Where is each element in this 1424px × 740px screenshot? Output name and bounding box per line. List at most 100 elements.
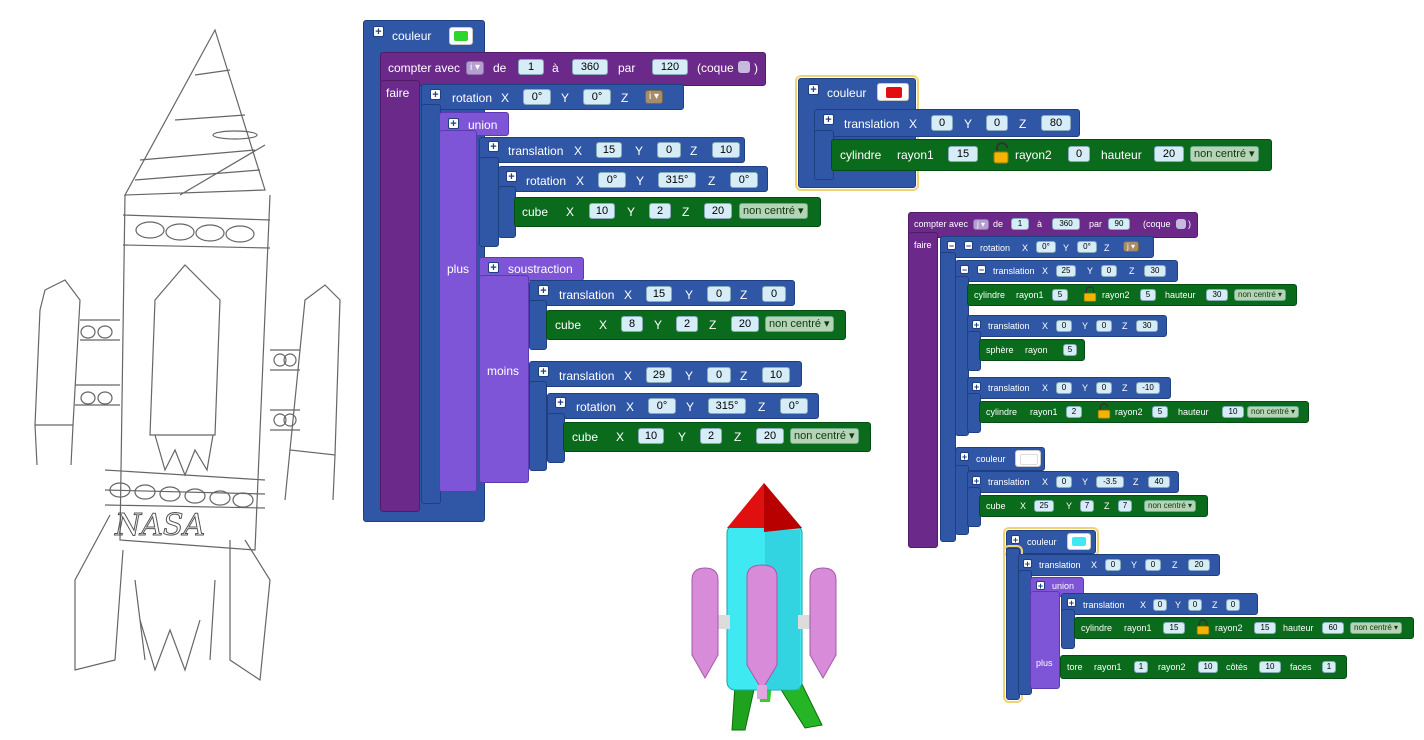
b3-t4z-input[interactable]: 40	[1148, 476, 1170, 488]
minus-icon[interactable]: −	[964, 241, 973, 251]
b3-cy1h-input[interactable]: 30	[1206, 289, 1228, 301]
b4-t1y-input[interactable]: 0	[1145, 559, 1161, 571]
c3-y-input[interactable]: 2	[700, 428, 722, 444]
t1-x-input[interactable]: 15	[596, 142, 622, 158]
b4-h-input[interactable]: 60	[1322, 622, 1344, 634]
from-input[interactable]: 1	[518, 59, 544, 75]
unlock-icon[interactable]	[991, 142, 1013, 164]
b2-h-input[interactable]: 20	[1154, 146, 1184, 162]
non-centre-dropdown[interactable]: non centré ▾	[790, 428, 859, 444]
coque-checkbox[interactable]	[1176, 219, 1186, 229]
b2-r1-input[interactable]: 15	[948, 146, 978, 162]
b3-t1z-input[interactable]: 30	[1144, 265, 1166, 277]
b4-tc-input[interactable]: 10	[1259, 661, 1281, 673]
cylindre-block-b2[interactable]	[831, 139, 1272, 171]
rotation-block[interactable]	[421, 84, 684, 110]
b3-cx-input[interactable]: 25	[1034, 500, 1054, 512]
c2-x-input[interactable]: 8	[621, 316, 643, 332]
b3-cy2r2-input[interactable]: 5	[1152, 406, 1168, 418]
plus-icon[interactable]: +	[538, 285, 549, 297]
rotation-z-variable[interactable]: i ▾	[645, 90, 664, 104]
step-input[interactable]: 120	[652, 59, 688, 75]
non-centre-dropdown[interactable]: non centré ▾	[1247, 406, 1300, 418]
b4-t2x-input[interactable]: 0	[1153, 599, 1167, 611]
b4-r2-input[interactable]: 15	[1254, 622, 1276, 634]
b2-tx-input[interactable]: 0	[931, 115, 953, 131]
b2-tz-input[interactable]: 80	[1041, 115, 1071, 131]
non-centre-dropdown[interactable]: non centré ▾	[1144, 500, 1197, 512]
sphere-block[interactable]	[979, 339, 1085, 361]
t1-y-input[interactable]: 0	[657, 142, 681, 158]
plus-icon[interactable]: +	[488, 262, 499, 274]
b3-t2y-input[interactable]: 0	[1096, 320, 1112, 332]
rotation-block-3[interactable]	[547, 393, 819, 419]
plus-icon[interactable]: +	[448, 118, 459, 130]
b4-tr2-input[interactable]: 10	[1198, 661, 1218, 673]
plus-icon[interactable]: +	[972, 382, 981, 392]
translation-block-b3-4[interactable]	[967, 471, 1179, 493]
plus-icon[interactable]: +	[1011, 535, 1020, 545]
b3-t2z-input[interactable]: 30	[1136, 320, 1158, 332]
b3-cy1r1-input[interactable]: 5	[1052, 289, 1068, 301]
rotation-x-input[interactable]: 0°	[523, 89, 551, 105]
lock-icon[interactable]	[1195, 619, 1211, 635]
minus-icon[interactable]: −	[960, 265, 969, 275]
non-centre-dropdown[interactable]: non centré ▾	[1350, 622, 1403, 634]
r3-z-input[interactable]: 0°	[780, 398, 808, 414]
plus-icon[interactable]: +	[1023, 559, 1032, 569]
b3-sr-input[interactable]: 5	[1063, 344, 1077, 356]
t3-y-input[interactable]: 0	[707, 367, 731, 383]
plus-icon[interactable]: +	[538, 366, 549, 378]
b3-t3z-input[interactable]: -10	[1136, 382, 1160, 394]
b4-t2z-input[interactable]: 0	[1226, 599, 1240, 611]
plus-icon[interactable]: +	[506, 171, 517, 183]
translation-block-b2[interactable]	[814, 109, 1080, 137]
b3-t1y-input[interactable]: 0	[1101, 265, 1117, 277]
cyan-color-swatch[interactable]	[1067, 533, 1091, 550]
c3-x-input[interactable]: 10	[638, 428, 664, 444]
loop-variable-i[interactable]: i ▾	[466, 61, 485, 75]
unlock-icon[interactable]	[1096, 403, 1112, 419]
to-input[interactable]: 360	[572, 59, 608, 75]
r1-z-input[interactable]: 0°	[730, 172, 758, 188]
white-color-swatch[interactable]	[1015, 450, 1041, 467]
b3-cy2r1-input[interactable]: 2	[1066, 406, 1082, 418]
b3-t3y-input[interactable]: 0	[1096, 382, 1112, 394]
plus-icon[interactable]: +	[555, 397, 566, 409]
lock-icon[interactable]	[1082, 286, 1098, 302]
c2-z-input[interactable]: 20	[731, 316, 759, 332]
plus-icon[interactable]: +	[1036, 581, 1045, 591]
non-centre-dropdown[interactable]: non centré ▾	[765, 316, 834, 332]
minus-icon[interactable]: −	[977, 265, 986, 275]
b4-tf-input[interactable]: 1	[1322, 661, 1336, 673]
b4-t1x-input[interactable]: 0	[1105, 559, 1121, 571]
b3-t3x-input[interactable]: 0	[1056, 382, 1072, 394]
green-color-swatch[interactable]	[449, 27, 473, 45]
plus-icon[interactable]: +	[960, 452, 969, 462]
plus-icon[interactable]: +	[1067, 598, 1076, 608]
b3-t4y-input[interactable]: -3.5	[1096, 476, 1124, 488]
b3-rx-input[interactable]: 0°	[1036, 241, 1056, 253]
plus-icon[interactable]: +	[488, 141, 499, 153]
b3-t2x-input[interactable]: 0	[1056, 320, 1072, 332]
t2-z-input[interactable]: 0	[762, 286, 786, 302]
red-color-swatch[interactable]	[877, 83, 909, 101]
b3-cy-input[interactable]: 7	[1080, 500, 1094, 512]
rotation-z-variable[interactable]: j ▾	[1123, 241, 1140, 252]
b4-r1-input[interactable]: 15	[1163, 622, 1185, 634]
b3-cy2h-input[interactable]: 10	[1222, 406, 1244, 418]
b3-ry-input[interactable]: 0°	[1077, 241, 1097, 253]
plus-icon[interactable]: +	[972, 476, 981, 486]
r3-x-input[interactable]: 0°	[648, 398, 676, 414]
b4-tr1-input[interactable]: 1	[1134, 661, 1148, 673]
t3-z-input[interactable]: 10	[762, 367, 790, 383]
c1-y-input[interactable]: 2	[649, 203, 671, 219]
minus-icon[interactable]: −	[947, 241, 956, 251]
r1-y-input[interactable]: 315°	[658, 172, 696, 188]
b3-cy1r2-input[interactable]: 5	[1140, 289, 1156, 301]
b3-cz-input[interactable]: 7	[1118, 500, 1132, 512]
c1-z-input[interactable]: 20	[704, 203, 732, 219]
plus-icon[interactable]: +	[972, 320, 981, 330]
b4-t1z-input[interactable]: 20	[1188, 559, 1210, 571]
plus-icon[interactable]: +	[808, 84, 819, 96]
